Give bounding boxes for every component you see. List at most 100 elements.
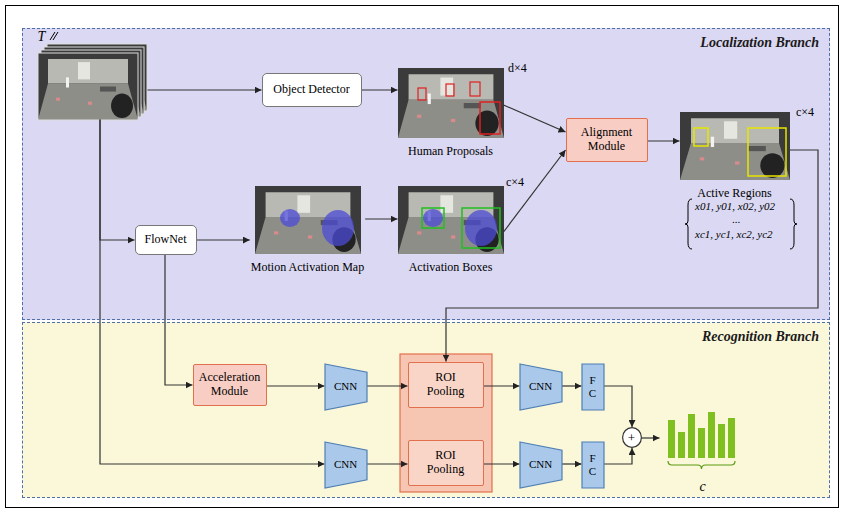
- stack-slash: [53, 32, 58, 40]
- video-frames: T: [38, 44, 148, 120]
- module-box-text: Acceleration Module: [196, 371, 264, 399]
- module-box-text: ROI Pooling: [421, 449, 471, 477]
- fc-layer-text: F C: [588, 374, 597, 398]
- video-frame: [38, 53, 138, 120]
- sum-shape: [622, 428, 641, 448]
- dimension-label: c×4: [796, 106, 814, 120]
- cnn-block: CNN: [520, 364, 562, 410]
- motion-blob: [280, 209, 300, 227]
- module-box: Object Detector: [262, 73, 362, 107]
- flow-arrow: [367, 385, 408, 386]
- score-bar: [678, 432, 685, 458]
- flow-arrow: [604, 386, 633, 427]
- flow-arrow: [642, 437, 660, 438]
- caption-holder: c: [660, 477, 746, 495]
- image-panel: Activation Boxes: [398, 186, 504, 274]
- cnn-block-text: CNN: [334, 380, 357, 393]
- activation-box: [462, 208, 500, 248]
- score-bar: [718, 424, 725, 458]
- matrix-brace: [790, 199, 797, 249]
- flow-arrow: [504, 150, 566, 232]
- flow-arrow: [446, 150, 818, 362]
- cnn-block: CNN: [325, 442, 367, 488]
- flow-arrow: [100, 120, 325, 465]
- proposal-box: [446, 84, 454, 96]
- title-holder: T: [38, 29, 46, 45]
- fc-shape: [582, 442, 604, 488]
- sum-node: +: [622, 427, 642, 448]
- matrix-row: ...: [732, 213, 740, 226]
- module-box-text: Object Detector: [273, 83, 349, 97]
- scene-image: [680, 112, 790, 180]
- cnn-block: CNN: [520, 442, 562, 488]
- cnn-block: CNN: [325, 364, 367, 410]
- branch-ground: [22, 28, 830, 320]
- proposal-box: [418, 88, 426, 100]
- score-bar: [668, 420, 675, 458]
- branch-region-text: Localization Branch: [700, 35, 819, 50]
- score-bar: [698, 428, 705, 458]
- flow-arrow: [648, 140, 680, 141]
- module-box: ROI Pooling: [408, 440, 484, 486]
- video-frames-text: T: [38, 29, 46, 45]
- matrix-row: xc1, yc1, xc2, yc2: [695, 228, 773, 241]
- cnn-shape: [325, 364, 367, 410]
- flow-arrow: [367, 463, 408, 464]
- outer-frame: [6, 6, 839, 508]
- branch-ground: [22, 322, 830, 498]
- cnn-shape: [520, 442, 562, 488]
- title-holder: Recognition Branch: [702, 327, 819, 345]
- motion-blob: [465, 210, 497, 246]
- score-bar: [708, 412, 715, 458]
- score-bars-text: c: [699, 479, 705, 495]
- cnn-block-text: CNN: [334, 458, 357, 471]
- scene-image: [398, 186, 504, 254]
- caption-holder: Motion Activation Map: [250, 257, 365, 275]
- flow-arrow: [484, 463, 520, 464]
- image-panel-text: Motion Activation Map: [251, 261, 364, 275]
- flow-arrow: [604, 448, 633, 464]
- scene-image: [255, 186, 361, 254]
- score-bar: [728, 418, 735, 458]
- sum-node-text: +: [628, 431, 635, 444]
- flow-arrow: [100, 120, 135, 241]
- fc-layer: F C: [582, 364, 604, 410]
- module-box: Acceleration Module: [193, 364, 267, 406]
- active-region: [694, 128, 708, 146]
- image-panel: Active Regions: [680, 112, 790, 196]
- dimension-label: d×4: [508, 62, 527, 76]
- flow-arrow: [148, 89, 262, 90]
- module-box: ROI Pooling: [408, 362, 484, 408]
- title-holder: Localization Branch: [700, 33, 819, 51]
- motion-blob: [423, 209, 443, 227]
- module-box-text: Alignment Module: [569, 126, 645, 154]
- activation-box: [422, 208, 444, 228]
- module-box: Alignment Module: [566, 118, 648, 162]
- fc-layer-text: F C: [588, 452, 597, 476]
- flow-arrow: [365, 218, 397, 219]
- motion-blob: [322, 210, 354, 246]
- cnn-shape: [325, 442, 367, 488]
- branch-region: Localization BranchTObject DetectorHuman…: [22, 28, 830, 320]
- module-box-text: ROI Pooling: [421, 371, 471, 399]
- proposal-box: [480, 102, 500, 134]
- image-panel: Motion Activation Map: [250, 186, 365, 274]
- cnn-shape: [520, 364, 562, 410]
- flow-arrow: [197, 239, 250, 240]
- matrix-row: x01, y01, x02, y02: [695, 200, 775, 213]
- roi-group: [400, 354, 492, 492]
- flow-arrow: [504, 105, 566, 132]
- proposal-box: [470, 82, 480, 96]
- active-region: [748, 128, 786, 176]
- fc-layer: F C: [582, 442, 604, 488]
- module-box: FlowNet: [135, 225, 197, 255]
- flow-arrow: [484, 385, 520, 386]
- class-brace: [668, 461, 735, 469]
- image-panel: Human Proposals: [398, 68, 504, 154]
- flow-arrow: [562, 385, 582, 386]
- module-box-text: FlowNet: [145, 233, 187, 247]
- caption-holder: Activation Boxes: [398, 257, 504, 275]
